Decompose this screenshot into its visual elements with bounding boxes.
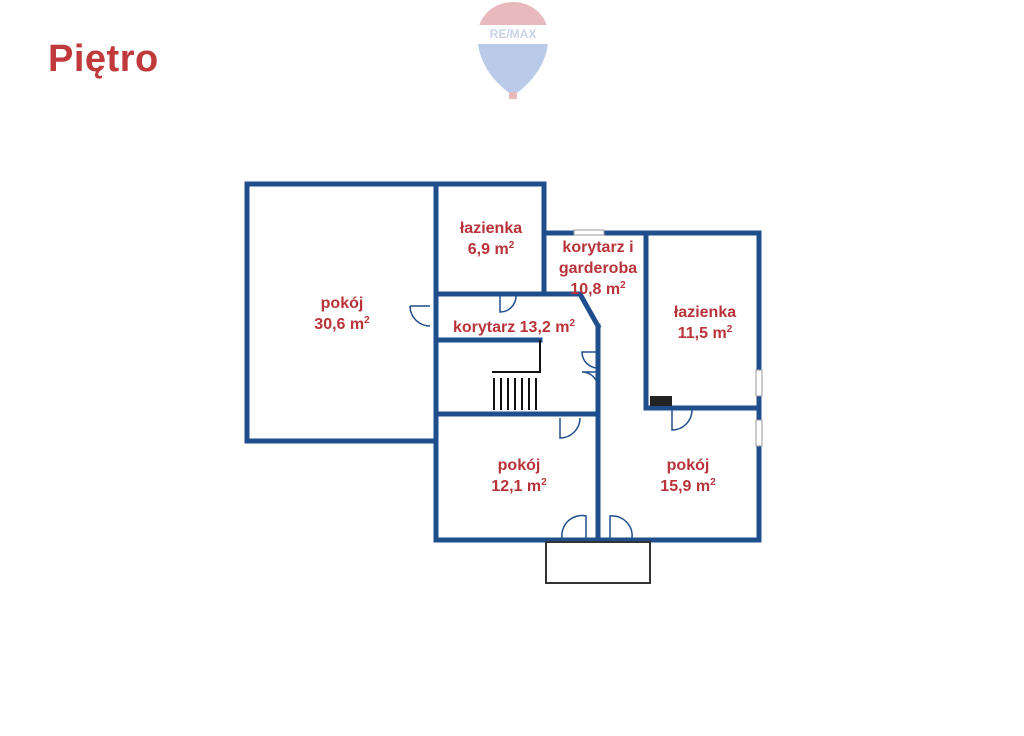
area-unit-sup: 2 xyxy=(620,280,626,291)
room-label-korytarz: korytarz 13,2 m2 xyxy=(444,317,584,338)
room-name: pokój xyxy=(666,457,710,474)
door-balcony-left xyxy=(561,514,587,539)
door-lazienka-large xyxy=(671,409,693,431)
room-label-pokoj-large: pokój 30,6 m2 xyxy=(297,293,387,335)
wall-pokoj-large xyxy=(244,181,439,444)
door-pokoj2-top xyxy=(559,417,581,439)
remax-logo: RE/MAX xyxy=(476,2,550,99)
door-balcony-right xyxy=(609,515,633,539)
area-unit-sup: 2 xyxy=(508,240,515,251)
room-name-line2: garderoba xyxy=(558,260,638,277)
windows xyxy=(573,229,763,447)
logo-balloon-bottom xyxy=(478,44,548,96)
area-unit: m xyxy=(605,281,621,298)
area-unit-sup: 2 xyxy=(710,477,716,488)
logo-band xyxy=(476,25,550,42)
area-unit: m xyxy=(349,316,365,333)
room-area: 6,9 xyxy=(467,241,490,258)
room-name: łazienka xyxy=(673,304,737,321)
room-name: łazienka xyxy=(459,220,523,237)
room-area: 12,1 xyxy=(491,478,523,495)
room-area: 13,2 xyxy=(519,319,551,336)
page-title: Piętro xyxy=(48,38,159,80)
area-unit: m xyxy=(494,241,509,258)
logo-basket xyxy=(509,92,517,99)
room-label-pokoj-3: pokój 15,9 m2 xyxy=(643,455,733,497)
area-unit: m xyxy=(526,478,542,495)
area-unit-sup: 2 xyxy=(541,477,547,488)
walls xyxy=(244,181,762,543)
door-stairs-2 xyxy=(581,371,599,389)
area-unit: m xyxy=(695,478,711,495)
window-pokoj3 xyxy=(755,419,763,447)
room-label-korytarz-garderoba: korytarz i garderoba 10,8 m2 xyxy=(548,237,648,300)
room-area: 11,5 xyxy=(677,325,708,342)
logo-text: RE/MAX xyxy=(490,27,537,41)
door-pokoj-large xyxy=(409,305,431,327)
room-label-lazienka-small: łazienka 6,9 m2 xyxy=(446,218,536,260)
area-unit: m xyxy=(712,325,727,342)
wall-lazienka-small xyxy=(433,181,547,297)
balcony xyxy=(545,541,651,584)
room-name: korytarz xyxy=(452,319,516,336)
room-name: pokój xyxy=(320,295,364,312)
door-stairs-1 xyxy=(581,351,599,369)
room-label-pokoj-2: pokój 12,1 m2 xyxy=(474,455,564,497)
room-name: pokój xyxy=(497,457,541,474)
doors xyxy=(409,295,693,539)
room-area: 15,9 xyxy=(660,478,692,495)
bathroom-fixture xyxy=(650,396,672,406)
room-area: 30,6 xyxy=(314,316,346,333)
window-garderoba xyxy=(573,229,605,236)
area-unit-sup: 2 xyxy=(726,324,733,335)
area-unit: m xyxy=(555,319,570,336)
area-unit-sup: 2 xyxy=(569,318,576,329)
staircase xyxy=(492,340,541,410)
door-lazienka-small xyxy=(499,295,517,313)
room-name: korytarz i xyxy=(562,239,634,256)
window-lazienka xyxy=(755,369,763,397)
room-label-lazienka-large: łazienka 11,5 m2 xyxy=(660,302,750,344)
wall-korytarz-top xyxy=(433,291,602,330)
room-area: 10,8 xyxy=(570,281,602,298)
area-unit-sup: 2 xyxy=(364,315,370,326)
